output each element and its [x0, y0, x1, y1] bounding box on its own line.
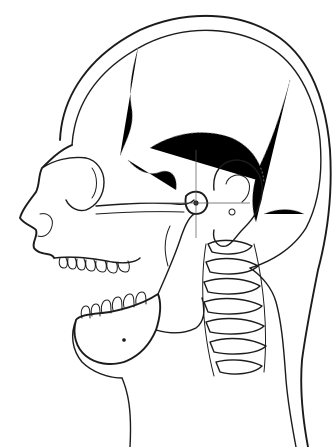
vertebra-c6 [210, 339, 266, 354]
mandible-ramus [158, 214, 194, 294]
vertebra-c1 [208, 240, 252, 254]
coronal-suture [120, 48, 138, 156]
mental-foramen [122, 338, 126, 342]
mandible [74, 294, 160, 364]
lambdoid-suture [253, 80, 290, 222]
face-profile [20, 145, 72, 258]
neck-back-outline [250, 268, 296, 447]
mandible-angle [156, 298, 204, 333]
nasal-aperture [38, 214, 52, 237]
eye-orbit [66, 158, 104, 211]
zygomatic-arch-lower [96, 212, 184, 214]
vertebra-c4 [204, 299, 262, 314]
vertebra-c2 [206, 259, 258, 274]
occipital-suture [264, 210, 304, 215]
sphenoid-suture [128, 160, 176, 190]
vertebra-c5 [206, 319, 264, 334]
upper-teeth [59, 258, 129, 273]
coronoid-process [165, 226, 170, 266]
ear-canal [229, 209, 235, 215]
neck-outline [122, 378, 131, 447]
cervical-vertebrae [203, 240, 266, 376]
vertebra-c7 [216, 360, 262, 374]
vertebra-c3 [204, 279, 260, 294]
orbit-inner-rim [92, 168, 97, 198]
ear-inner-fold [226, 175, 249, 202]
